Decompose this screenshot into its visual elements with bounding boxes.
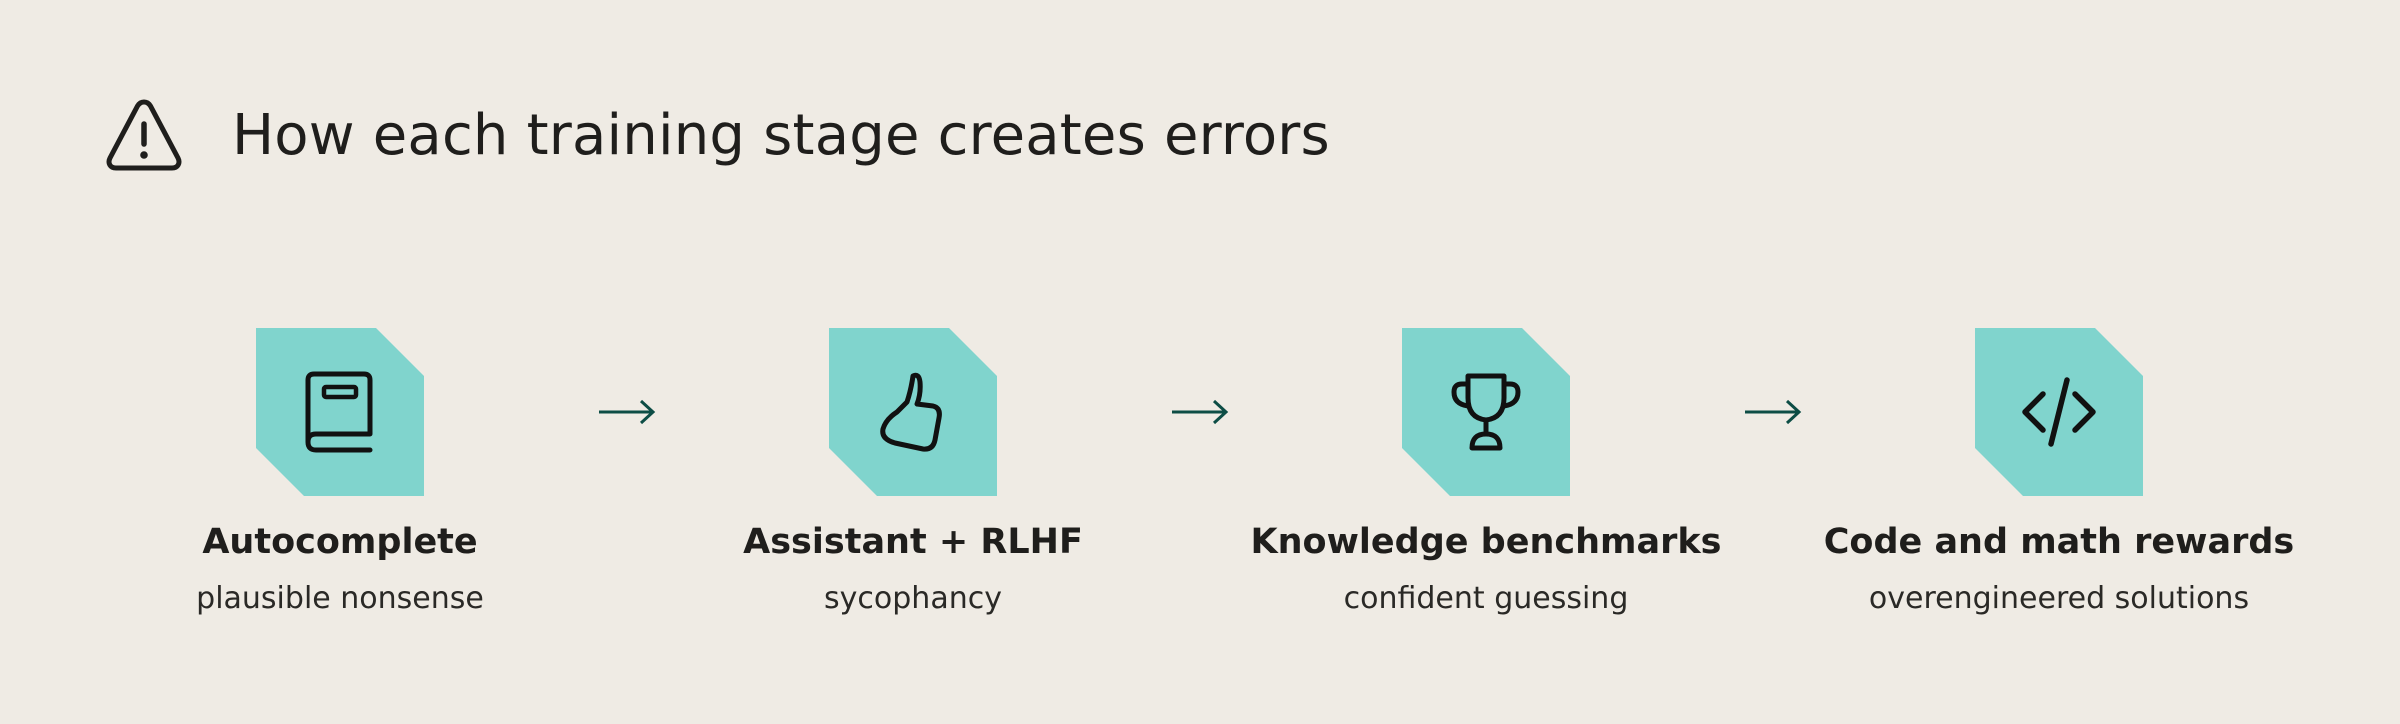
stage-code-math-rewards: Code and math rewards overengineered sol… [1799, 328, 2319, 617]
arrow-right-icon [597, 396, 657, 428]
diagram-header: How each training stage creates errors [104, 96, 1330, 176]
thumbs-up-icon [880, 372, 942, 452]
stage-sublabel: confident guessing [1343, 581, 1629, 616]
arrow-right-icon [1170, 396, 1230, 428]
stage-label: Assistant + RLHF [743, 522, 1083, 562]
stage-knowledge-benchmarks: Knowledge benchmarks confident guessing [1226, 328, 1746, 617]
arrow-right-icon [1743, 396, 1803, 428]
stage-tile [256, 328, 424, 496]
trophy-icon [1451, 373, 1521, 451]
stage-tile [1402, 328, 1570, 496]
warning-triangle-icon [106, 99, 182, 171]
page-title: How each training stage creates errors [232, 103, 1330, 168]
stage-autocomplete: Autocomplete plausible nonsense [80, 328, 600, 617]
stage-tile [829, 328, 997, 496]
stage-sublabel: sycophancy [824, 581, 1002, 616]
stage-sublabel: overengineered solutions [1868, 581, 2250, 616]
stage-assistant-rlhf: Assistant + RLHF sycophancy [653, 328, 1173, 617]
stage-sublabel: plausible nonsense [196, 581, 484, 616]
book-icon [305, 371, 373, 453]
stage-label: Autocomplete [202, 522, 478, 562]
stage-label: Code and math rewards [1823, 522, 2295, 562]
stage-label: Knowledge benchmarks [1250, 522, 1722, 562]
stage-tile [1975, 328, 2143, 496]
code-icon [2022, 377, 2096, 447]
